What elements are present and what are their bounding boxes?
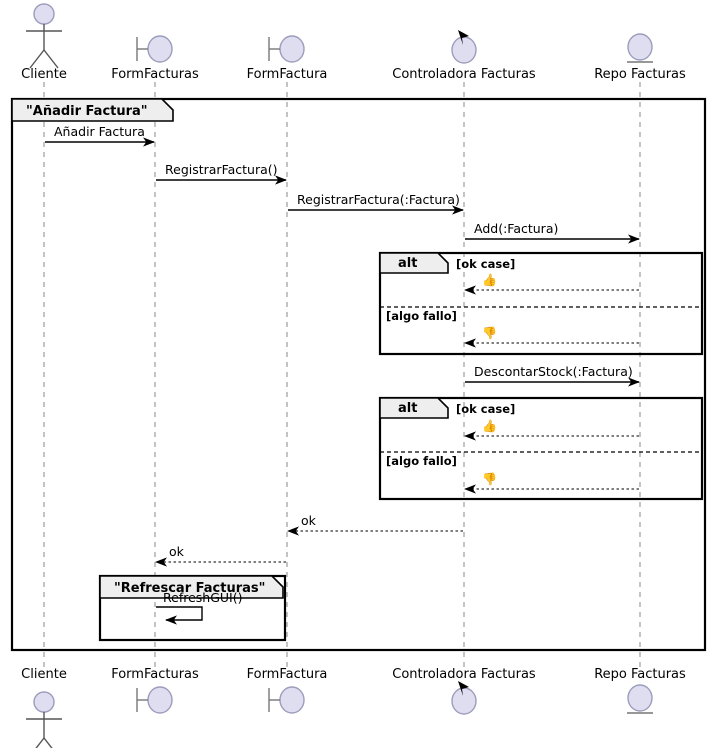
alt-2-guard-1: [algo fallo] xyxy=(386,454,457,468)
message-m12 xyxy=(156,606,203,625)
alt-1-operator-tab xyxy=(379,252,449,274)
control-circle-icon xyxy=(451,687,477,715)
group-anadir-factura-tab xyxy=(11,98,174,122)
entity-circle-icon xyxy=(627,33,653,61)
actor-head-icon xyxy=(33,691,55,713)
message-label-m10: ok xyxy=(301,513,316,528)
participant-label-bottom-1[interactable]: FormFacturas xyxy=(111,667,199,682)
alt-1-guard-0: [ok case] xyxy=(456,257,516,271)
message-label-m12: RefreshGUI() xyxy=(163,590,243,605)
alt-2-operator-label: alt xyxy=(398,401,418,416)
message-label-m4: Add(:Factura) xyxy=(474,221,559,236)
actor-head-icon xyxy=(33,3,55,25)
message-label-m2: RegistrarFactura() xyxy=(165,162,278,177)
thumbs-down-icon: 👎 xyxy=(482,326,497,340)
participant-label-bottom-3[interactable]: Controladora Facturas xyxy=(392,667,536,682)
actor-leg-right-icon xyxy=(43,49,59,69)
entity-circle-icon xyxy=(627,684,653,712)
actor-leg-left-icon xyxy=(29,49,45,69)
actor-leg-left-icon xyxy=(35,737,45,748)
boundary-circle-icon xyxy=(147,35,173,63)
control-arrow-icon xyxy=(458,30,469,45)
participant-label-bottom-0[interactable]: Cliente xyxy=(21,667,67,682)
thumbs-down-icon: 👎 xyxy=(482,472,497,486)
participant-label-top-1[interactable]: FormFacturas xyxy=(111,67,199,82)
thumbs-up-icon: 👍 xyxy=(482,273,497,287)
alt-2-guard-0: [ok case] xyxy=(456,402,516,416)
boundary-circle-icon xyxy=(279,35,305,63)
boundary-circle-icon xyxy=(279,686,305,714)
boundary-circle-icon xyxy=(147,686,173,714)
message-label-m7: DescontarStock(:Factura) xyxy=(474,364,633,379)
control-arrow-icon xyxy=(458,681,469,696)
control-circle-icon xyxy=(451,36,477,64)
actor-leg-right-icon xyxy=(43,737,53,748)
alt-2-frame xyxy=(378,396,704,501)
group-refrescar-facturas-tab xyxy=(99,575,284,599)
group-refrescar-facturas-label: "Refrescar Facturas" xyxy=(114,581,266,596)
message-label-m3: RegistrarFactura(:Factura) xyxy=(297,192,460,207)
participant-label-top-3[interactable]: Controladora Facturas xyxy=(392,67,536,82)
alt-1-operator-label: alt xyxy=(398,256,418,271)
alt-1-guard-1: [algo fallo] xyxy=(386,309,457,323)
alt-1-frame xyxy=(378,251,704,356)
alt-2-operator-tab xyxy=(379,397,449,419)
participant-label-bottom-4[interactable]: Repo Facturas xyxy=(594,667,686,682)
participant-label-top-4[interactable]: Repo Facturas xyxy=(594,67,686,82)
thumbs-up-icon: 👍 xyxy=(482,419,497,433)
group-anadir-factura-label: "Añadir Factura" xyxy=(26,104,148,119)
participant-label-bottom-2[interactable]: FormFactura xyxy=(246,667,328,682)
message-label-m11: ok xyxy=(169,544,184,559)
participant-label-top-0[interactable]: Cliente xyxy=(21,67,67,82)
group-anadir-factura-frame xyxy=(10,97,707,652)
participant-label-top-2[interactable]: FormFactura xyxy=(246,67,328,82)
message-label-m1: Añadir Factura xyxy=(54,124,145,139)
